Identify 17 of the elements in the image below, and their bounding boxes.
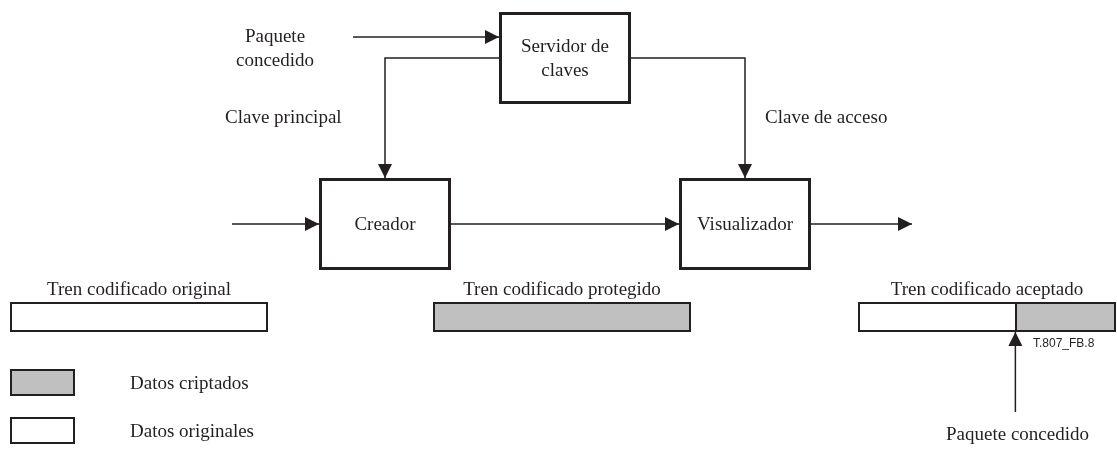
- legend-text: Datos criptados: [130, 371, 249, 395]
- bar-title: Tren codificado original: [46, 278, 232, 300]
- input-label: Paquete concedido: [215, 24, 335, 72]
- arrow: [352, 30, 500, 44]
- arrow: [810, 217, 913, 231]
- process-box: Creador: [319, 178, 451, 270]
- arrow: [450, 217, 680, 231]
- process-box: Visualizador: [679, 178, 811, 270]
- arrow: [630, 57, 752, 179]
- process-box: Servidor de claves: [499, 12, 631, 104]
- input-label: Paquete concedido: [920, 422, 1115, 446]
- bar-title: Tren codificado protegido: [462, 278, 662, 300]
- legend-text: Datos originales: [130, 419, 254, 443]
- arrow: [1008, 331, 1023, 413]
- bar-title: Tren codificado aceptado: [889, 278, 1085, 300]
- arrow: [231, 217, 320, 231]
- arrow: [378, 57, 500, 179]
